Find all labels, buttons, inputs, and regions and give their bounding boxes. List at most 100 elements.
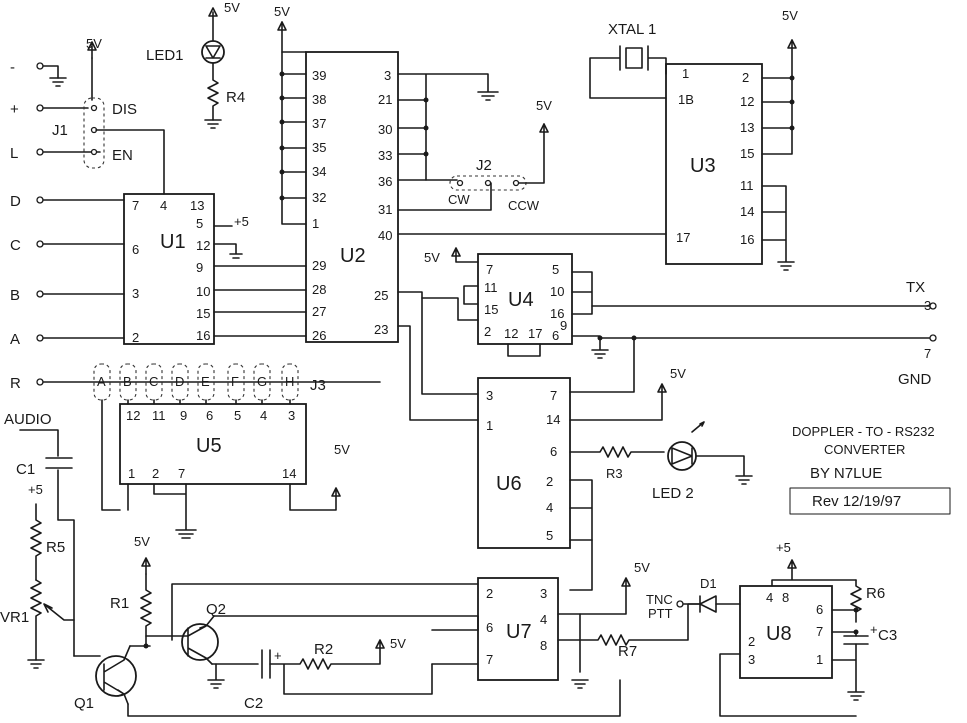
ptt-output: TNC PTT D1	[646, 576, 741, 621]
en-label: EN	[112, 147, 133, 164]
u4-pin: 6	[552, 328, 559, 343]
j3-label: J3	[310, 377, 326, 394]
j3-pin-label: A	[97, 374, 106, 389]
terminal	[36, 148, 44, 156]
led2-label: LED 2	[652, 485, 694, 502]
q2-label: Q2	[206, 601, 226, 618]
u1-pin: 5	[196, 216, 203, 231]
audio-input: AUDIO C1 +5 R5 VR1 Q1	[0, 411, 621, 717]
tx-pin-label: 3	[924, 298, 931, 313]
u5-pin: 3	[288, 408, 295, 423]
u5-pin: 6	[206, 408, 213, 423]
j3-pin-label: H	[285, 374, 294, 389]
jumper-j2: J2 5V CW CCW	[397, 98, 552, 213]
u1-pin: 12	[196, 238, 210, 253]
u4-pin: 7	[486, 262, 493, 277]
u8-name: U8	[766, 623, 792, 645]
dis-label: DIS	[112, 101, 137, 118]
u6-pin: 5	[546, 528, 553, 543]
u4-pin: 16	[550, 306, 564, 321]
u7-5v-label: 5V	[634, 560, 650, 575]
r1-label: R1	[110, 595, 129, 612]
u7-pin: 8	[540, 638, 547, 653]
u1-pin: 3	[132, 286, 139, 301]
u1-pin: 4	[160, 198, 167, 213]
u5-pin: 1	[128, 466, 135, 481]
ic-u2: 5V U2 39 38 37 35 34 32 1 29 28 27 26 3 …	[274, 4, 667, 421]
jumper-j1: 5V J1 DIS EN	[52, 36, 165, 195]
ccw-label: CCW	[508, 198, 540, 213]
ic-u3: XTAL 1 U3 1 1B 17 2 12 13 15 11 14 16 5V	[589, 8, 798, 271]
led1-5v-label: 5V	[224, 0, 240, 15]
u2-pin: 38	[312, 92, 326, 107]
terminal	[36, 62, 44, 70]
u1-pin: 9	[196, 260, 203, 275]
u3-pin: 12	[740, 94, 754, 109]
ic-u7: U7 2 6 7 3 4 8 5V R7	[431, 560, 701, 689]
u8-plus5-label: +5	[776, 540, 791, 555]
j3-pin-label: C	[149, 374, 158, 389]
u5-pin: 12	[126, 408, 140, 423]
u6-5v-label: 5V	[670, 366, 686, 381]
title-line4: Rev 12/19/97	[812, 493, 901, 510]
j1-label: J1	[52, 122, 68, 139]
u6-name: U6	[496, 473, 522, 495]
u6-pin: 1	[486, 418, 493, 433]
u2-pin: 26	[312, 328, 326, 343]
tnc-label: TNC	[646, 592, 673, 607]
j3-pin-label: E	[201, 374, 210, 389]
u7-pin: 6	[486, 620, 493, 635]
u6-pin: 3	[486, 388, 493, 403]
r7-label: R7	[618, 643, 637, 660]
input-label-r: R	[10, 375, 21, 392]
u2-pin: 27	[312, 304, 326, 319]
u2-pin: 37	[312, 116, 326, 131]
u2-pin: 40	[378, 228, 392, 243]
output-terminals: TX 3 7 GND	[898, 279, 937, 388]
ic-u4: 5V U4 7 11 15 2 12 17 5 10 16 6 9	[421, 247, 931, 359]
r1-5v-label: 5V	[134, 534, 150, 549]
u4-pin: 2	[484, 324, 491, 339]
u1-pin: 13	[190, 198, 204, 213]
u3-pin: 16	[740, 232, 754, 247]
u1-pin: 16	[196, 328, 210, 343]
u4-pin: 17	[528, 326, 542, 341]
u5-pin: 11	[152, 408, 166, 423]
ptt-label: PTT	[648, 606, 673, 621]
d1-label: D1	[700, 576, 717, 591]
u5-pin: 4	[260, 408, 267, 423]
r3-label: R3	[606, 466, 623, 481]
u4-pin: 5	[552, 262, 559, 277]
u6-pin: 14	[546, 412, 560, 427]
u2-pin: 34	[312, 164, 326, 179]
u8-pin: 8	[782, 590, 789, 605]
terminal	[36, 104, 44, 112]
r2-5v-label: 5V	[390, 636, 406, 651]
c2-plus-label: +	[274, 648, 282, 663]
u2-name: U2	[340, 245, 366, 267]
u8-pin: 1	[816, 652, 823, 667]
u8-pin: 6	[816, 602, 823, 617]
u5-pin: 7	[178, 466, 185, 481]
terminal	[36, 378, 44, 386]
u8-pin: 7	[816, 624, 823, 639]
u5-name: U5	[196, 435, 222, 457]
u3-pin: 1B	[678, 92, 694, 107]
vr1-label: VR1	[0, 609, 29, 626]
u4-pin: 12	[504, 326, 518, 341]
u1-pin: 15	[196, 306, 210, 321]
u6-pin: 4	[546, 500, 553, 515]
gnd-label: GND	[898, 371, 932, 388]
u3-pin: 13	[740, 120, 754, 135]
input-label-minus: -	[10, 59, 15, 76]
title-line2: CONVERTER	[824, 442, 905, 457]
u5-pin: 5	[234, 408, 241, 423]
j3-pin-label: F	[231, 374, 239, 389]
terminal	[36, 196, 44, 204]
xtal1-label: XTAL 1	[608, 21, 656, 38]
u2-pin: 36	[378, 174, 392, 189]
u3-5v-label: 5V	[782, 8, 798, 23]
u4-name: U4	[508, 289, 534, 311]
terminal	[36, 334, 44, 342]
